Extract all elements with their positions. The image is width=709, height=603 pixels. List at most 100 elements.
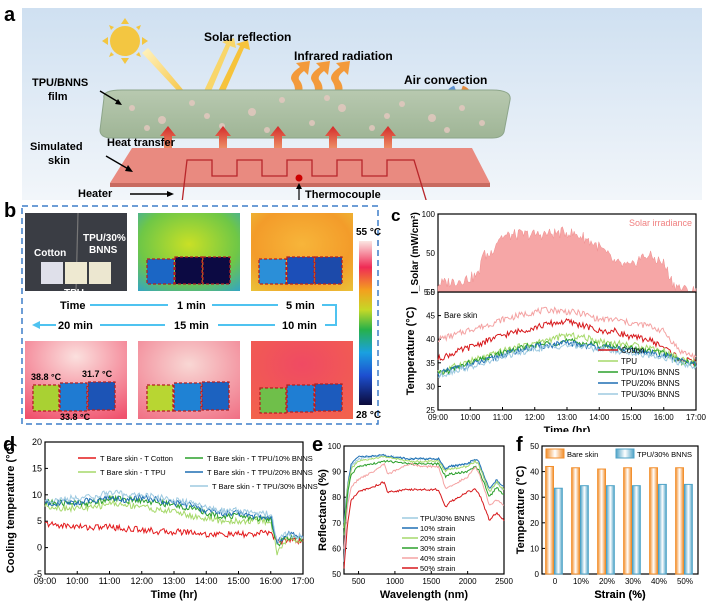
bar [597, 468, 606, 575]
series-line-tpu-10-bnns [437, 337, 697, 376]
y-tick-label: 100 [328, 442, 342, 451]
legend-label: TPU/30% BNNS [637, 450, 692, 459]
y-tick-label: 50 [426, 288, 435, 297]
film-label-2: film [48, 91, 68, 103]
timeline-20min: 20 min [58, 320, 93, 332]
bar [571, 467, 580, 575]
legend-label: T Bare skin - T TPU/30% BNNS [212, 482, 318, 491]
x-tick-label: 14:00 [589, 413, 610, 422]
x-tick-label: 15:00 [621, 413, 642, 422]
x-axis-label: Time (hr) [544, 425, 591, 432]
x-tick-label: 10% [573, 577, 589, 586]
x-axis-label: Time (hr) [151, 589, 198, 601]
x-tick-label: 1500 [422, 577, 440, 586]
x-tick-label: 11:00 [493, 413, 513, 422]
bar [553, 487, 563, 575]
legend-label: 30% strain [420, 544, 455, 553]
x-tick-label: 09:00 [428, 413, 449, 422]
series-line-1 [343, 453, 505, 523]
panel-label-b: b [4, 200, 17, 222]
series-line-3 [44, 493, 304, 544]
plot-frame [541, 445, 699, 575]
x-tick-label: 30% [625, 577, 641, 586]
x-tick-label: 09:00 [34, 576, 57, 586]
panel-label-d: d [3, 434, 16, 456]
legend-swatch [615, 448, 635, 459]
y-tick-label: 100 [422, 210, 436, 219]
thermocouple-label: Thermocouple [305, 189, 381, 200]
x-tick-label: 11:00 [99, 576, 121, 586]
y-axis-label: Cooling temperature (°C) [5, 443, 17, 574]
x-tick-label: 0 [553, 577, 558, 586]
colorbar-max: 55 °C [356, 227, 381, 238]
x-tick-label: 14:00 [195, 576, 218, 586]
solar-irradiance-area [437, 226, 697, 293]
legend-swatch [545, 448, 565, 459]
series-line-4 [343, 462, 505, 549]
legend-label: Bare skin [567, 450, 598, 459]
x-tick-label: 12:00 [130, 576, 153, 586]
timeline-10min: 10 min [282, 320, 317, 332]
panel-b-thermal-images: Cotton TPU/30% BNNS TPU Time 1 min 5 min… [21, 205, 381, 425]
x-tick-label: 20% [599, 577, 615, 586]
x-tick-label: 16:00 [654, 413, 675, 422]
legend-label: 10% strain [420, 524, 455, 533]
bar [631, 485, 641, 575]
bnns-temp: 31.7 °C [82, 369, 113, 379]
thermal-image-10min [251, 341, 353, 419]
x-tick-label: 17:00 [686, 413, 707, 422]
y-tick-label: 0 [37, 543, 42, 553]
series-line-5 [343, 481, 505, 569]
heater-label: Heater [78, 188, 113, 200]
y-tick-label: 45 [426, 312, 435, 321]
solar-reflection-label: Solar reflection [204, 30, 291, 44]
x-tick-label: 13:00 [557, 413, 578, 422]
panel-label-a: a [4, 4, 16, 26]
infrared-radiation-label: Infrared radiation [294, 49, 393, 63]
legend-label: T Bare skin - T TPU/20% BNNS [207, 468, 313, 477]
thermocouple-dot [295, 174, 303, 182]
legend-label: TPU/20% BNNS [621, 379, 680, 388]
y-axis-label: Temperature (°C) [516, 465, 527, 554]
series-line-bare-skin [437, 306, 697, 361]
cotton-temp: 38.8 °C [31, 372, 62, 382]
bar [623, 467, 632, 575]
y-axis-label: Temperature (°C) [405, 306, 417, 395]
colorbar [359, 241, 372, 405]
x-axis-label: Strain (%) [594, 589, 646, 601]
y-tick-label: -5 [34, 569, 42, 579]
skin-label-2: skin [48, 155, 70, 167]
panel-label-f: f [516, 434, 523, 456]
thermal-image-1min [138, 213, 240, 291]
plot-frame [343, 445, 505, 575]
y-tick-label: 50 [332, 570, 341, 579]
y-tick-label: 80 [332, 493, 341, 502]
x-tick-label: 15:00 [227, 576, 250, 586]
y-tick-label: 50 [530, 442, 539, 451]
panel-label-e: e [312, 434, 324, 456]
series-line-tpu-30-bnns [437, 341, 697, 379]
series-line-0 [44, 520, 304, 546]
legend-label: TPU [621, 357, 637, 366]
series-line-tpu-20-bnns [437, 339, 697, 379]
panel-label-c: c [391, 206, 401, 225]
x-tick-label: 2000 [459, 577, 477, 586]
y-axis-label: I_Solar (mW/cm²) [410, 212, 421, 294]
tpu-temp: 33.8 °C [60, 412, 91, 422]
timeline-time: Time [60, 300, 85, 312]
y-tick-label: 15 [32, 463, 42, 473]
x-tick-label: 12:00 [525, 413, 546, 422]
timeline-arrow-icon [32, 321, 40, 329]
thermal-image-5min [251, 213, 353, 291]
x-tick-label: 50% [677, 577, 693, 586]
x-axis-label: Wavelength (nm) [380, 589, 469, 601]
thermal-image-20min: 38.8 °C 31.7 °C 33.8 °C [25, 341, 127, 422]
legend-label: T Bare skin - T TPU [100, 468, 166, 477]
bar [675, 467, 684, 575]
panel-a-schematic: Solar reflection Infrared radiation Air … [22, 8, 702, 200]
x-tick-label: 16:00 [259, 576, 282, 586]
bar [579, 485, 589, 575]
legend-label: TPU/30% BNNS [621, 390, 680, 399]
